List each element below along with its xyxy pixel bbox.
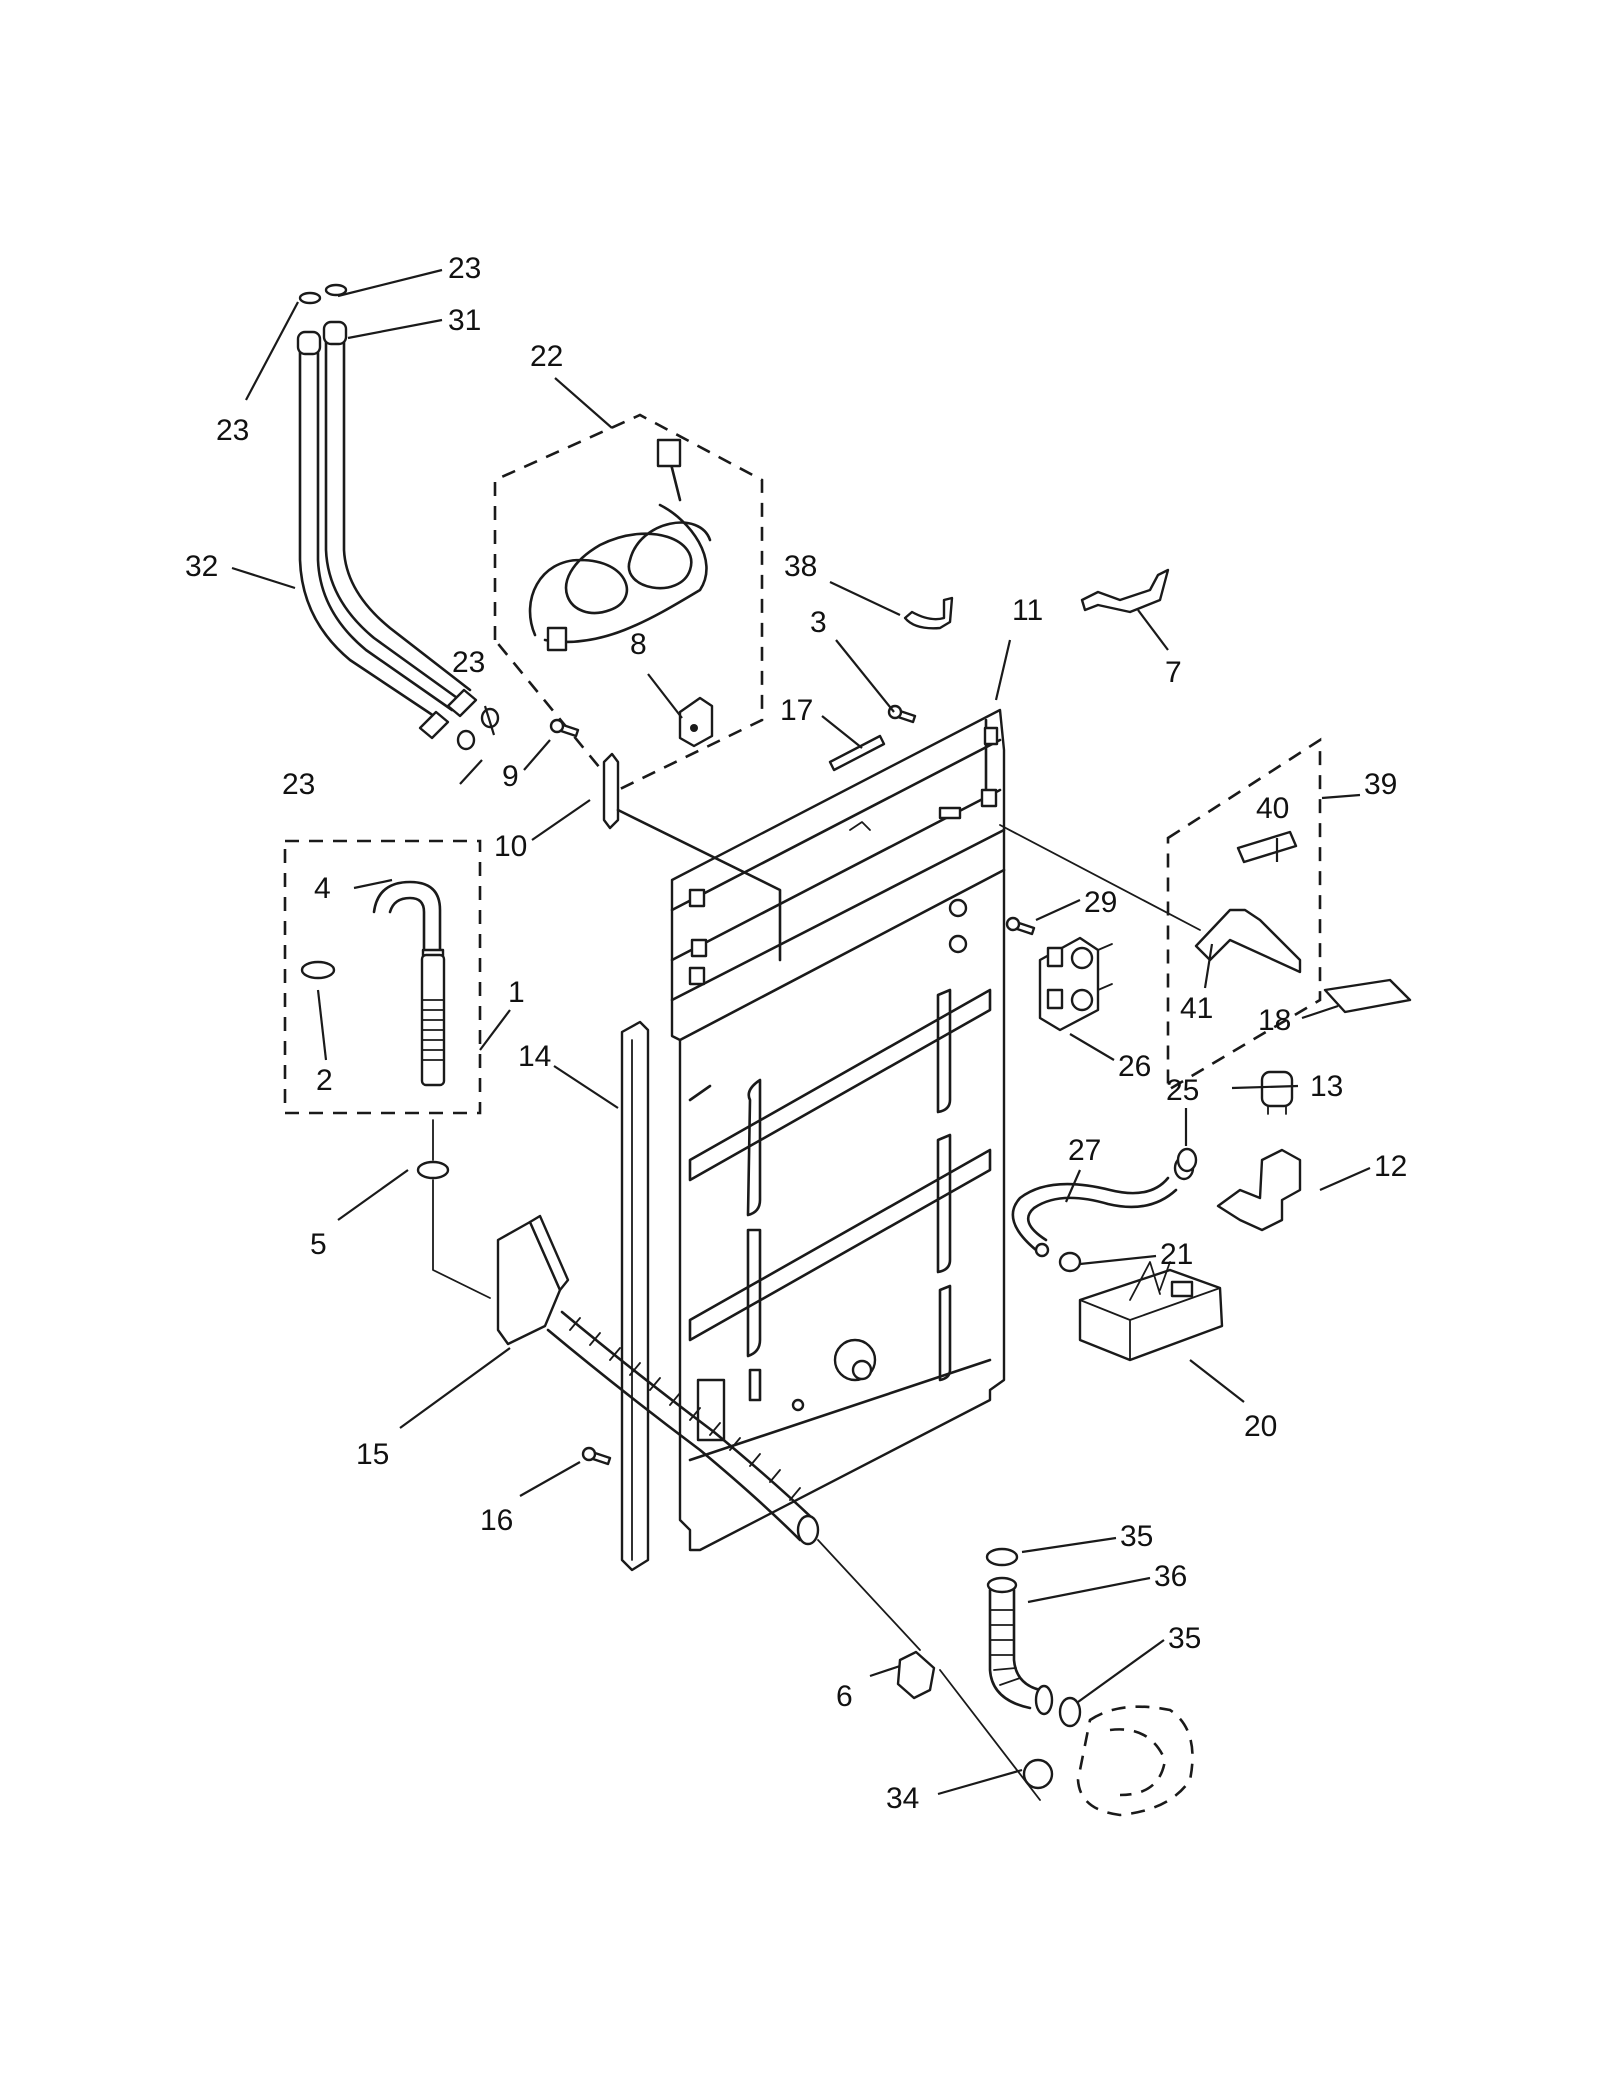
clamp-part-25 (1176, 1147, 1198, 1173)
callout-32: 32 (185, 550, 218, 583)
callout-2: 2 (316, 1064, 333, 1097)
callout-14: 14 (518, 1040, 551, 1073)
screw-part-16 (581, 1446, 612, 1466)
callout-17: 17 (780, 694, 813, 727)
callout-8: 8 (630, 628, 647, 661)
callout-18: 18 (1258, 1004, 1291, 1037)
callout-35: 35 (1168, 1622, 1201, 1655)
callout-4: 4 (314, 872, 331, 905)
callout-29: 29 (1084, 886, 1117, 919)
callout-7: 7 (1165, 656, 1182, 689)
clamp-part-35-bottom (1058, 1696, 1082, 1728)
callout-38: 38 (784, 550, 817, 583)
callout-26: 26 (1118, 1050, 1151, 1083)
screw-part-3 (887, 704, 917, 724)
strip-part-17 (828, 734, 886, 772)
screw-part-9 (549, 718, 580, 738)
callout-23: 23 (452, 646, 485, 679)
callout-9: 9 (502, 760, 519, 793)
clamp-part-34 (1022, 1758, 1054, 1790)
callout-34: 34 (886, 1782, 919, 1815)
callout-16: 16 (480, 1504, 513, 1537)
label-kit-part-39 (999, 737, 1412, 1093)
pump-hose-part-15 (496, 1214, 1041, 1801)
callout-41: 41 (1180, 992, 1213, 1025)
callout-36: 36 (1154, 1560, 1187, 1593)
callout-40: 40 (1256, 792, 1289, 825)
switch-part-20 (1078, 1261, 1224, 1362)
callout-20: 20 (1244, 1410, 1277, 1443)
callout-15: 15 (356, 1438, 389, 1471)
callout-5: 5 (310, 1228, 327, 1261)
callout-1: 1 (508, 976, 525, 1009)
bracket-part-7 (1080, 568, 1170, 614)
bracket-part-38 (903, 596, 954, 630)
callout-25: 25 (1166, 1074, 1199, 1107)
clamp-part-5 (416, 1119, 491, 1299)
callout-23: 23 (282, 768, 315, 801)
callout-21: 21 (1160, 1238, 1193, 1271)
callout-23: 23 (448, 252, 481, 285)
callout-11: 11 (1012, 594, 1043, 627)
callout-12: 12 (1374, 1150, 1407, 1183)
callout-39: 39 (1364, 768, 1397, 801)
power-cord-part-22 (493, 413, 764, 792)
clamp-part-21 (1058, 1251, 1082, 1273)
tub-outlet-phantom (1076, 1705, 1194, 1817)
side-strip-part-14 (620, 1020, 650, 1572)
clip-part-8 (678, 696, 714, 748)
callout-22: 22 (530, 340, 563, 373)
callout-35: 35 (1120, 1520, 1153, 1553)
callout-13: 13 (1310, 1070, 1343, 1103)
bracket-part-10 (602, 752, 782, 962)
screw-part-29 (1005, 916, 1036, 936)
leader-lines (231, 268, 1371, 1796)
clamp-part-35-top (985, 1547, 1019, 1567)
water-valve-part-26 (1038, 936, 1113, 1032)
callout-23: 23 (216, 414, 249, 447)
drain-hose-kit-part-1 (283, 839, 482, 1115)
rear-panel-part-11 (670, 708, 1006, 1552)
elbow-hose-part-36 (986, 1576, 1054, 1716)
connector-part-6 (896, 1650, 936, 1700)
callout-6: 6 (836, 1680, 853, 1713)
bracket-part-12 (1216, 1148, 1302, 1232)
callout-27: 27 (1068, 1134, 1101, 1167)
fill-hoses-part-32 (296, 283, 500, 751)
callout-31: 31 (448, 304, 481, 337)
callout-10: 10 (494, 830, 527, 863)
callout-3: 3 (810, 606, 827, 639)
cap-part-13 (1260, 1070, 1294, 1115)
callout-labels: 23 31 23 22 32 38 3 11 7 8 23 17 9 23 39… (185, 252, 1407, 1815)
